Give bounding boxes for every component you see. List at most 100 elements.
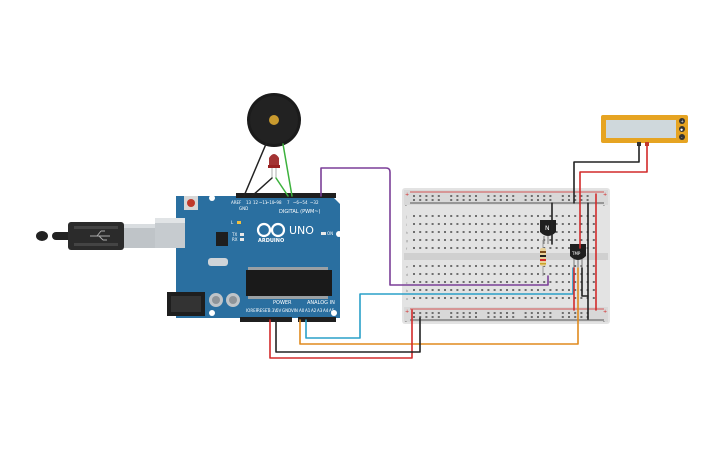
breadboard-hole[interactable] bbox=[413, 265, 415, 267]
breadboard-hole[interactable] bbox=[444, 215, 446, 217]
breadboard-hole[interactable] bbox=[462, 312, 465, 314]
breadboard-hole[interactable] bbox=[487, 215, 490, 217]
breadboard-hole[interactable] bbox=[592, 247, 595, 249]
breadboard-hole[interactable] bbox=[493, 195, 496, 197]
breadboard-hole[interactable] bbox=[431, 297, 434, 299]
breadboard-hole[interactable] bbox=[487, 199, 490, 201]
breadboard-hole[interactable] bbox=[580, 297, 583, 299]
breadboard-hole[interactable] bbox=[574, 223, 577, 225]
breadboard-hole[interactable] bbox=[568, 312, 570, 314]
breadboard-hole[interactable] bbox=[561, 247, 564, 249]
breadboard-hole[interactable] bbox=[462, 247, 465, 249]
breadboard-hole[interactable] bbox=[431, 289, 434, 291]
breadboard-hole[interactable] bbox=[518, 223, 521, 225]
breadboard-hole[interactable] bbox=[413, 289, 415, 291]
breadboard-hole[interactable] bbox=[518, 239, 521, 241]
breadboard-hole[interactable] bbox=[487, 265, 490, 267]
breadboard-hole[interactable] bbox=[487, 289, 490, 291]
breadboard-hole[interactable] bbox=[543, 273, 546, 275]
breadboard-hole[interactable] bbox=[549, 312, 552, 314]
breadboard-hole[interactable] bbox=[450, 223, 453, 225]
breadboard-hole[interactable] bbox=[468, 199, 471, 201]
breadboard-hole[interactable] bbox=[468, 312, 471, 314]
breadboard-hole[interactable] bbox=[437, 297, 440, 299]
breadboard-hole[interactable] bbox=[561, 316, 564, 318]
breadboard-hole[interactable] bbox=[462, 297, 465, 299]
breadboard-hole[interactable] bbox=[499, 312, 502, 314]
breadboard-hole[interactable] bbox=[530, 239, 533, 241]
breadboard-hole[interactable] bbox=[537, 265, 539, 267]
breadboard-hole[interactable] bbox=[561, 312, 564, 314]
breadboard-hole[interactable] bbox=[512, 273, 515, 275]
breadboard-hole[interactable] bbox=[499, 239, 502, 241]
breadboard-hole[interactable] bbox=[524, 273, 527, 275]
breadboard-hole[interactable] bbox=[437, 289, 440, 291]
breadboard-hole[interactable] bbox=[493, 297, 496, 299]
breadboard-hole[interactable] bbox=[537, 239, 539, 241]
digital-header[interactable] bbox=[236, 193, 336, 198]
breadboard-hole[interactable] bbox=[506, 195, 508, 197]
breadboard-hole[interactable] bbox=[493, 273, 496, 275]
breadboard-hole[interactable] bbox=[493, 199, 496, 201]
breadboard-hole[interactable] bbox=[530, 281, 533, 283]
wire-buzzer-green[interactable] bbox=[282, 143, 293, 197]
breadboard-hole[interactable] bbox=[524, 297, 527, 299]
breadboard-hole[interactable] bbox=[555, 215, 558, 217]
breadboard-hole[interactable] bbox=[499, 265, 502, 267]
lcd-btn-mid[interactable]: ● bbox=[680, 127, 683, 131]
breadboard-hole[interactable] bbox=[413, 316, 415, 318]
breadboard-hole[interactable] bbox=[549, 215, 552, 217]
breadboard-hole[interactable] bbox=[437, 195, 440, 197]
wire-orange[interactable] bbox=[299, 267, 579, 345]
breadboard-hole[interactable] bbox=[524, 312, 527, 314]
breadboard-hole[interactable] bbox=[475, 297, 477, 299]
breadboard-hole[interactable] bbox=[555, 239, 558, 241]
breadboard-hole[interactable] bbox=[549, 199, 552, 201]
breadboard-hole[interactable] bbox=[555, 231, 558, 233]
breadboard-hole[interactable] bbox=[568, 199, 570, 201]
breadboard-hole[interactable] bbox=[475, 316, 477, 318]
breadboard-hole[interactable] bbox=[413, 247, 415, 249]
breadboard-hole[interactable] bbox=[431, 195, 434, 197]
breadboard-hole[interactable] bbox=[506, 297, 508, 299]
breadboard-hole[interactable] bbox=[574, 281, 577, 283]
breadboard-hole[interactable] bbox=[481, 239, 484, 241]
breadboard-hole[interactable] bbox=[425, 247, 428, 249]
breadboard-hole[interactable] bbox=[580, 195, 583, 197]
breadboard-hole[interactable] bbox=[549, 265, 552, 267]
breadboard-hole[interactable] bbox=[586, 195, 589, 197]
breadboard-hole[interactable] bbox=[561, 289, 564, 291]
breadboard-hole[interactable] bbox=[425, 273, 428, 275]
breadboard-hole[interactable] bbox=[468, 273, 471, 275]
breadboard-hole[interactable] bbox=[568, 239, 570, 241]
breadboard-hole[interactable] bbox=[419, 195, 422, 197]
breadboard-hole[interactable] bbox=[530, 289, 533, 291]
breadboard-hole[interactable] bbox=[468, 265, 471, 267]
lcd-btn-top[interactable]: + bbox=[681, 119, 684, 124]
resistor[interactable] bbox=[540, 240, 546, 276]
breadboard-hole[interactable] bbox=[437, 215, 440, 217]
breadboard-hole[interactable] bbox=[437, 312, 440, 314]
breadboard-hole[interactable] bbox=[462, 195, 465, 197]
breadboard-hole[interactable] bbox=[487, 297, 490, 299]
breadboard-hole[interactable] bbox=[512, 316, 515, 318]
breadboard-hole[interactable] bbox=[475, 199, 477, 201]
breadboard-hole[interactable] bbox=[425, 195, 428, 197]
breadboard-hole[interactable] bbox=[437, 281, 440, 283]
breadboard-hole[interactable] bbox=[437, 316, 440, 318]
breadboard-hole[interactable] bbox=[456, 281, 459, 283]
breadboard-hole[interactable] bbox=[555, 297, 558, 299]
breadboard-hole[interactable] bbox=[512, 312, 515, 314]
breadboard-hole[interactable] bbox=[456, 223, 459, 225]
breadboard-hole[interactable] bbox=[506, 265, 508, 267]
breadboard-hole[interactable] bbox=[462, 199, 465, 201]
breadboard-hole[interactable] bbox=[568, 195, 570, 197]
breadboard-hole[interactable] bbox=[425, 312, 428, 314]
breadboard-hole[interactable] bbox=[543, 316, 546, 318]
breadboard-hole[interactable] bbox=[431, 312, 434, 314]
breadboard-hole[interactable] bbox=[425, 199, 428, 201]
breadboard-hole[interactable] bbox=[468, 195, 471, 197]
breadboard-hole[interactable] bbox=[568, 247, 570, 249]
breadboard-hole[interactable] bbox=[555, 281, 558, 283]
breadboard-hole[interactable] bbox=[462, 231, 465, 233]
